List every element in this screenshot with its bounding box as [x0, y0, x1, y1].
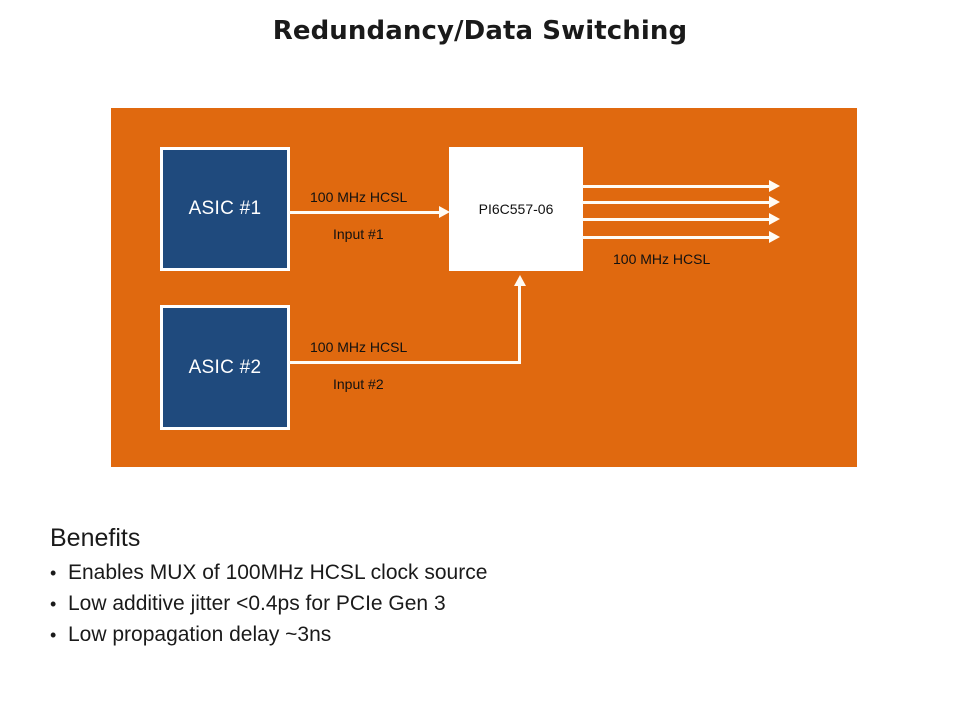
input-2-signal-label: 100 MHz HCSL — [310, 339, 408, 355]
benefits-section: Benefits • Enables MUX of 100MHz HCSL cl… — [50, 524, 750, 647]
asic-1-label: ASIC #1 — [188, 198, 262, 219]
output-arrowhead-3 — [769, 213, 780, 225]
mux-chip-block: PI6C557-06 — [449, 147, 583, 271]
mux-chip-label: PI6C557-06 — [478, 201, 554, 217]
input-2-port-label: Input #2 — [333, 376, 384, 392]
input-1-arrowhead — [439, 206, 450, 218]
input-1-signal-label: 100 MHz HCSL — [310, 189, 408, 205]
benefit-item-3-text: Low propagation delay ~3ns — [68, 623, 332, 646]
bullet-icon: • — [50, 563, 57, 583]
output-wire-3 — [582, 218, 772, 221]
asic-1-block: ASIC #1 — [160, 147, 290, 271]
benefits-heading: Benefits — [50, 524, 141, 552]
asic-2-block: ASIC #2 — [160, 305, 290, 430]
output-wire-2 — [582, 201, 772, 204]
output-wire-4 — [582, 236, 772, 239]
output-arrowhead-1 — [769, 180, 780, 192]
benefit-item-1: • Enables MUX of 100MHz HCSL clock sourc… — [50, 561, 750, 585]
input-2-wire-horizontal — [289, 361, 521, 364]
bullet-icon: • — [50, 625, 57, 645]
bullet-icon: • — [50, 594, 57, 614]
page-title: Redundancy/Data Switching — [272, 16, 688, 46]
output-wire-1 — [582, 185, 772, 188]
benefit-item-1-text: Enables MUX of 100MHz HCSL clock source — [68, 561, 488, 584]
output-arrowhead-4 — [769, 231, 780, 243]
output-arrowhead-2 — [769, 196, 780, 208]
input-2-arrowhead — [514, 275, 526, 286]
asic-2-label: ASIC #2 — [188, 356, 262, 378]
input-1-wire — [289, 211, 441, 214]
benefit-item-2-text: Low additive jitter <0.4ps for PCIe Gen … — [68, 592, 446, 615]
output-signal-label: 100 MHz HCSL — [613, 251, 711, 267]
input-1-port-label: Input #1 — [333, 226, 384, 242]
diagram-panel: ASIC #1 ASIC #2 PI6C557-06 100 MHz HCSL … — [111, 108, 857, 467]
benefit-item-3: • Low propagation delay ~3ns — [50, 623, 750, 647]
benefit-item-2: • Low additive jitter <0.4ps for PCIe Ge… — [50, 592, 750, 616]
input-2-wire-vertical — [518, 286, 521, 364]
